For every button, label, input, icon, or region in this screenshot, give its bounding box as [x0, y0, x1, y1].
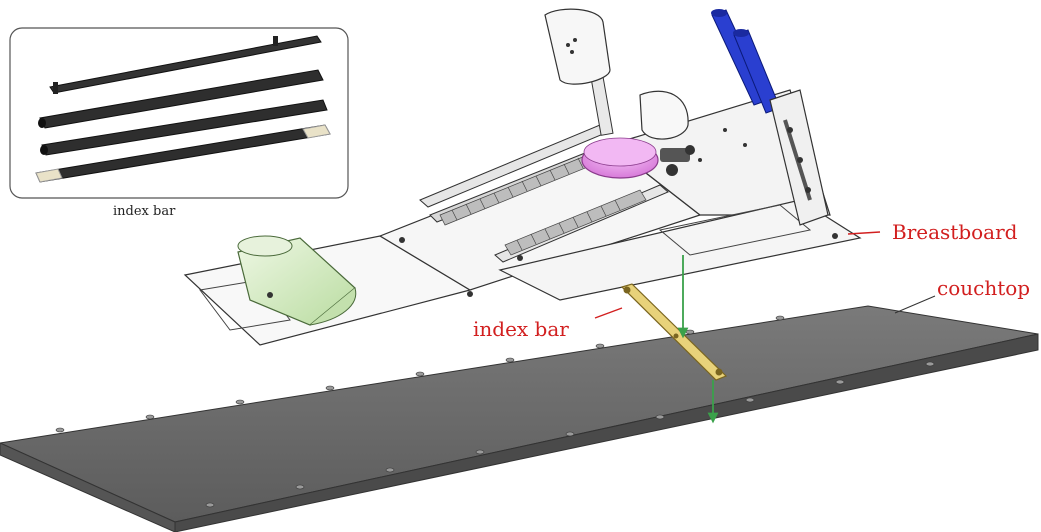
- couchtop-index-notches: [55, 315, 935, 508]
- hardware-dots: [267, 128, 838, 298]
- inset-caption: index bar: [113, 204, 176, 219]
- index-bar-leader: [594, 307, 623, 319]
- index-bar-label: index bar: [473, 317, 569, 341]
- breastboard-label: Breastboard: [892, 220, 1018, 244]
- blue-handles: [711, 9, 781, 114]
- clamp-mechanism: [660, 145, 695, 176]
- breastboard-assembly: [183, 8, 862, 346]
- placement-arrows: [677, 255, 719, 424]
- index-bar-inset: [9, 27, 349, 199]
- inset-bar-1: [49, 35, 322, 94]
- couchtop-label: couchtop: [937, 276, 1030, 300]
- inset-frame: [9, 27, 349, 199]
- arm-rest: [544, 8, 614, 136]
- couchtop-leader: [894, 295, 936, 314]
- ribbed-slider-2: [504, 189, 647, 256]
- inset-bar-3: [40, 99, 328, 156]
- chin-rest: [639, 90, 689, 140]
- inset-bar-2: [38, 69, 324, 129]
- couchtop: [0, 305, 1039, 532]
- inset-bar-4: [35, 124, 331, 183]
- tilt-bracket: [769, 89, 829, 226]
- wedge-support: [237, 235, 357, 326]
- pink-pad: [581, 137, 659, 179]
- index-bar-part: [620, 283, 728, 381]
- breastboard-leader: [847, 231, 881, 235]
- base-plate-front: [498, 199, 862, 301]
